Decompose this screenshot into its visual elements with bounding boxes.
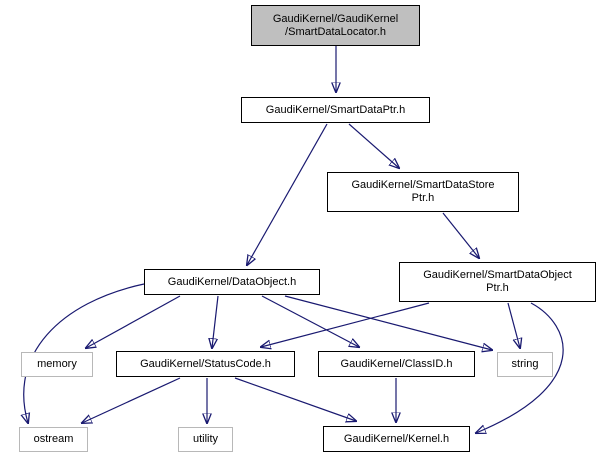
edge-dataobject-string (284, 295, 492, 350)
node-label: memory (37, 358, 77, 370)
node-label: GaudiKernel/StatusCode.h (140, 357, 271, 370)
node-label: GaudiKernel/SmartDataStore Ptr.h (351, 179, 495, 204)
node-label: GaudiKernel/ClassID.h (340, 357, 453, 370)
edge-smartdataptr-dataobject (247, 123, 328, 265)
edge-statuscode-kernel (234, 377, 356, 421)
node-classid[interactable]: GaudiKernel/ClassID.h (318, 351, 475, 377)
node-smartdatalocator[interactable]: GaudiKernel/GaudiKernel /SmartDataLocato… (251, 5, 420, 46)
node-label: GaudiKernel/GaudiKernel /SmartDataLocato… (272, 12, 399, 38)
node-statuscode[interactable]: GaudiKernel/StatusCode.h (116, 351, 295, 377)
node-utility: utility (178, 427, 233, 452)
edge-smartdataptr-smartdatastoreptr (348, 123, 399, 168)
node-smartdataobjectptr[interactable]: GaudiKernel/SmartDataObject Ptr.h (399, 262, 596, 302)
edge-statuscode-ostream (82, 377, 181, 423)
edge-smartdatastoreptr-smartdataobjectptr (442, 212, 479, 258)
node-label: ostream (33, 433, 74, 445)
node-ostream: ostream (19, 427, 88, 452)
node-smartdataptr[interactable]: GaudiKernel/SmartDataPtr.h (241, 97, 430, 123)
node-kernel[interactable]: GaudiKernel/Kernel.h (323, 426, 470, 452)
node-label: GaudiKernel/SmartDataObject Ptr.h (423, 269, 572, 294)
edge-dataobject-ostream (24, 283, 145, 423)
node-label: utility (192, 433, 219, 445)
node-smartdatastoreptr[interactable]: GaudiKernel/SmartDataStore Ptr.h (327, 172, 519, 212)
node-label: GaudiKernel/Kernel.h (343, 432, 450, 445)
edge-smartdataobjectptr-statuscode (261, 302, 430, 347)
edge-dataobject-memory (86, 295, 181, 348)
node-label: GaudiKernel/DataObject.h (167, 275, 297, 288)
node-memory: memory (21, 352, 93, 377)
edge-smartdataobjectptr-kernel (476, 302, 564, 433)
node-dataobject[interactable]: GaudiKernel/DataObject.h (144, 269, 320, 295)
edge-smartdataobjectptr-string (507, 302, 520, 348)
node-string: string (497, 352, 553, 377)
edge-dataobject-classid (261, 295, 359, 347)
node-label: string (511, 358, 539, 370)
node-label: GaudiKernel/SmartDataPtr.h (265, 103, 406, 116)
edge-dataobject-statuscode (212, 295, 219, 348)
